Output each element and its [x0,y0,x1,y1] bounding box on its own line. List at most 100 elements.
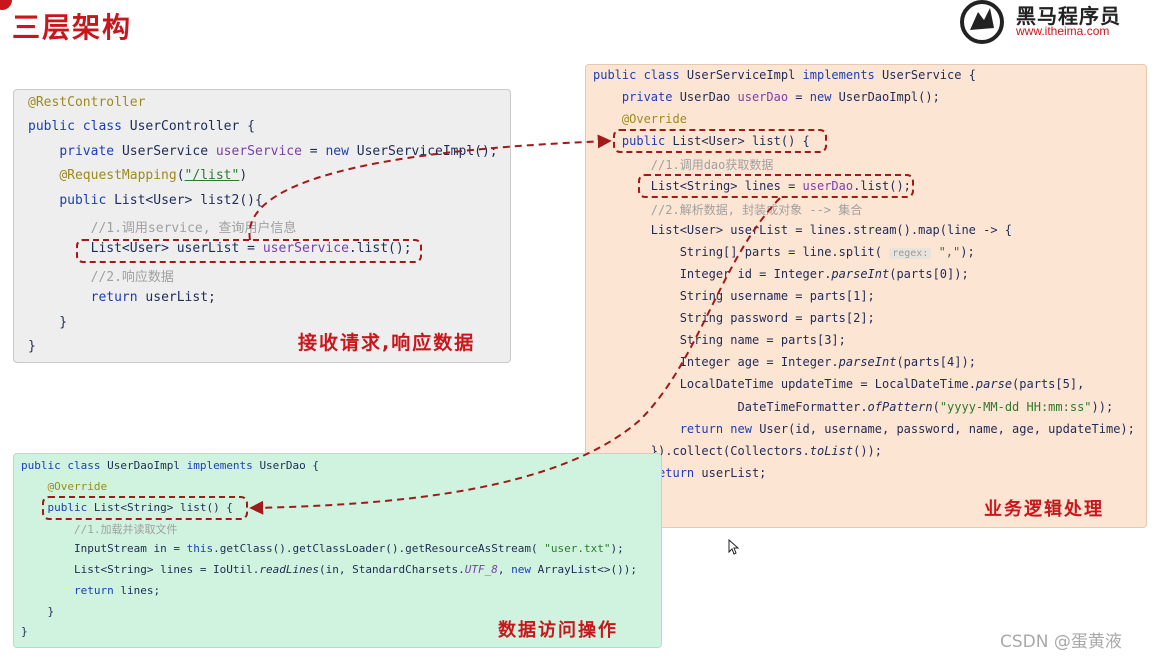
code-token: parseInt [831,266,890,281]
service-code-line: String username = parts[1]; [593,289,875,303]
slide-title: 三层架构 [12,11,133,44]
controller-code-line: @RequestMapping("/list") [28,168,247,183]
code-token: UserServiceImpl [686,68,803,82]
code-token: } [21,625,28,639]
service-code-panel: public class UserServiceImpl implements … [585,64,1147,528]
code-token: String[] parts = line.split( [679,244,890,259]
code-token: public [621,134,673,149]
code-token: public class [593,68,687,82]
code-token: new [511,563,538,576]
controller-layer-label: 接收请求,响应数据 [298,332,476,354]
code-token: return [90,290,146,306]
code-token: UserDao { [259,459,320,472]
service-code-line: LocalDateTime updateTime = LocalDateTime… [593,377,1085,392]
code-token: = [301,143,326,159]
service-code-line: private UserDao userDao = new UserDaoImp… [593,90,940,104]
code-token: ); [610,542,624,556]
service-code-line: DateTimeFormatter.ofPattern("yyyy-MM-dd … [593,399,1114,414]
code-token: new [809,90,839,105]
code-token: userList; [701,465,767,480]
controller-code-line: public class UserController { [28,119,255,134]
service-code-line: public List<User> list() { [593,134,810,148]
logo-text-cn: 黑马程序员 [1016,4,1121,28]
code-token: "user.txt" [544,542,611,556]
controller-code-line: return userList; [28,290,216,305]
service-code-line: String name = parts[3]; [593,333,846,347]
service-code-line: @Override [593,112,687,126]
code-token: @RequestMapping [59,168,177,184]
dao-code-line: public List<String> list() { [21,501,233,514]
code-token: List<String> list() { [93,500,233,514]
dao-code-line: return lines; [21,584,160,597]
code-token: Integer age = Integer. [679,355,839,370]
code-token: parseInt [838,355,897,370]
code-token: = [788,90,810,105]
dao-code-line: public class UserDaoImpl implements User… [21,459,319,472]
code-token: User(id, username, password, name, age, … [759,421,1135,436]
code-token: UTF_8 [464,563,498,576]
code-token: UserServiceImpl(); [356,143,498,159]
controller-code-line: } [28,315,67,330]
dao-code-line: InputStream in = this.getClass().getClas… [21,542,624,555]
horse-logo-icon [960,0,1004,44]
service-code-line: String[] parts = line.split( regex: ",")… [593,245,975,259]
dao-code-line: @Override [21,480,108,493]
code-token: UserController { [129,119,255,135]
code-token: public [47,500,94,514]
code-token: List<User> userList = lines.stream().map… [650,222,1013,237]
service-layer-label: 业务逻辑处理 [984,499,1104,520]
code-token: (in, StandardCharsets. [319,563,465,576]
code-token: "yyyy-MM-dd HH:mm:ss" [939,399,1092,414]
code-token: userDao [802,178,854,193]
service-code-line: Integer id = Integer.parseInt(parts[0]); [593,267,969,281]
code-token: } [28,339,36,354]
service-code-line: return new User(id, username, password, … [593,422,1135,436]
code-token: (parts[0]); [889,266,969,281]
code-token: List<User> list2(){ [114,192,263,208]
dao-code-line: } [21,625,28,638]
code-token: ofPattern [867,399,933,414]
code-token: Integer id = Integer. [679,266,832,281]
code-token: }).collect(Collectors. [650,443,810,458]
code-token: private [621,90,680,105]
dao-code-line: //1.加载并读取文件 [21,521,178,537]
code-token: LocalDateTime updateTime = LocalDateTime… [679,377,976,392]
code-token: readLines [259,563,320,576]
code-token: ) [239,168,248,184]
code-token: ()); [853,443,883,458]
code-token: List<User> list() { [672,134,810,149]
controller-code-line: public List<User> list2(){ [28,193,263,208]
code-token: public [59,192,115,208]
code-token: InputStream in = [73,542,187,556]
watermark: CSDN @蛋黄液 [1000,632,1122,652]
code-token: .getClass().getClassLoader().getResource… [213,542,545,556]
corner-dot [0,0,12,10]
code-token: //1.调用dao获取数据 [650,158,774,173]
controller-code-line: List<User> userList = userService.list()… [28,241,412,256]
service-code-line: }).collect(Collectors.toList()); [593,444,882,458]
controller-code-line: } [28,339,36,354]
dao-layer-label: 数据访问操作 [498,620,618,641]
code-token: new [325,143,357,159]
code-token: ArrayList<>()); [537,563,637,576]
brand-logo: 黑马程序员 www.itheima.com [958,0,1138,44]
code-token: List<String> lines = [650,178,803,193]
code-token: } [21,604,55,618]
arrow-controller-to-service [248,134,612,241]
code-token: } [28,314,68,330]
code-token: @Override [621,112,687,127]
dao-code-line: List<String> lines = IoUtil.readLines(in… [21,563,637,576]
controller-code-line: private UserService userService = new Us… [28,143,498,159]
logo-text-en: www.itheima.com [1016,24,1110,38]
code-token: this [186,542,214,556]
code-token: ); [960,244,975,259]
code-token: List<String> lines = IoUtil. [73,563,260,576]
controller-code-line: //2.响应数据 [28,266,174,285]
code-token: return new [679,421,760,436]
service-code-line: //2.解析数据, 封装成对象 --> 集合 [593,201,862,218]
code-token: .list(); [348,241,412,257]
code-token: .list(); [853,178,911,193]
service-code-line: Integer age = Integer.parseInt(parts[4])… [593,355,976,369]
